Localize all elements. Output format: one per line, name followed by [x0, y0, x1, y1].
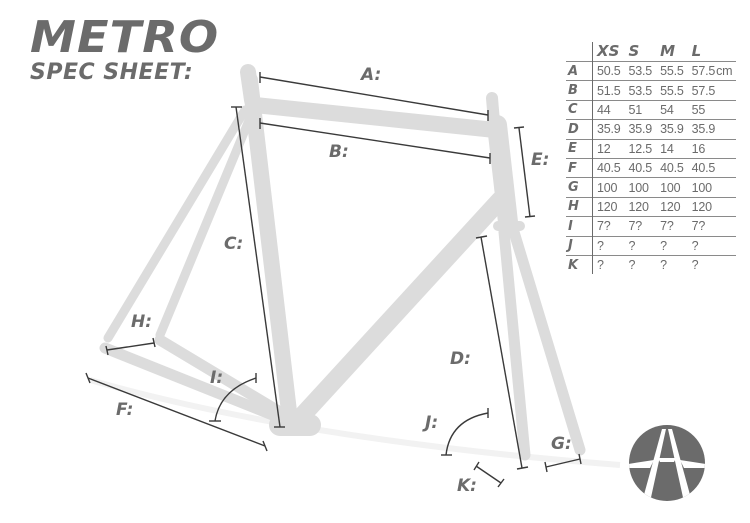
row-key: I: [566, 216, 593, 237]
row-key: C: [566, 99, 593, 120]
title-spec-sheet: SPEC SHEET:: [30, 60, 194, 85]
spec-sheet-title: METRO SPEC SHEET:: [30, 16, 218, 85]
table-row: F 40.5 40.5 40.5 40.5: [566, 157, 737, 178]
row-key: G: [566, 177, 593, 198]
title-metro: METRO: [30, 12, 220, 63]
dimension-label-i: I:: [210, 368, 224, 388]
dimension-label-a: A:: [361, 65, 382, 85]
road-arrow-logo-icon: [629, 425, 705, 501]
row-key: E: [566, 138, 593, 159]
dimension-label-g: G:: [551, 434, 572, 454]
table-row: A 50.5 53.5 55.5 57.5cm: [566, 60, 737, 81]
table-row: K ? ? ? ?: [566, 254, 737, 275]
dimension-label-j: J:: [425, 413, 439, 433]
down-tube: [291, 191, 509, 427]
unit-label: cm: [716, 64, 733, 79]
fork-left: [498, 226, 531, 461]
dimension-label-f: F:: [116, 400, 134, 420]
fork-right: [508, 226, 586, 456]
seat-stay-left: [103, 105, 250, 343]
dimension-label-h: H:: [131, 312, 153, 332]
row-key: K: [566, 254, 593, 275]
table-row: I 7? 7? 7? 7?: [566, 216, 737, 237]
seat-stay-right: [155, 113, 255, 340]
column-s: S: [628, 42, 640, 60]
row-key: D: [566, 119, 593, 140]
row-key: F: [566, 157, 593, 178]
seat-tube: [242, 72, 298, 428]
table-row: J ? ? ? ?: [566, 235, 737, 256]
dimension-label-c: C:: [224, 234, 244, 254]
dimension-label-k: K:: [457, 476, 477, 496]
column-xs: XS: [597, 42, 620, 60]
dimension-label-e: E:: [531, 150, 550, 170]
row-key: H: [566, 196, 593, 217]
table-row: C 44 51 54 55: [566, 99, 737, 120]
spec-table-header: XS S M L: [566, 42, 736, 62]
top-tube: [247, 97, 503, 138]
dimension-label-b: B:: [329, 142, 349, 162]
chain-stay-left: [99, 342, 291, 426]
table-row: B 51.5 53.5 55.5 57.5: [566, 80, 737, 101]
column-l: L: [691, 42, 702, 60]
row-key: J: [566, 235, 593, 256]
table-row: G 100 100 100 100: [566, 177, 737, 198]
spec-table: XS S M L A 50.5 53.5 55.5 57.5cm B 51.5 …: [566, 42, 737, 275]
table-row: E 12 12.5 14 16: [566, 138, 737, 159]
chain-stay-right: [154, 334, 296, 424]
dimension-label-d: D:: [450, 349, 471, 369]
row-key: A: [566, 60, 593, 81]
row-key: B: [566, 80, 593, 101]
table-row: H 120 120 120 120: [566, 196, 737, 217]
table-row: D 35.9 35.9 35.9 35.9: [566, 119, 737, 140]
column-m: M: [660, 42, 675, 60]
